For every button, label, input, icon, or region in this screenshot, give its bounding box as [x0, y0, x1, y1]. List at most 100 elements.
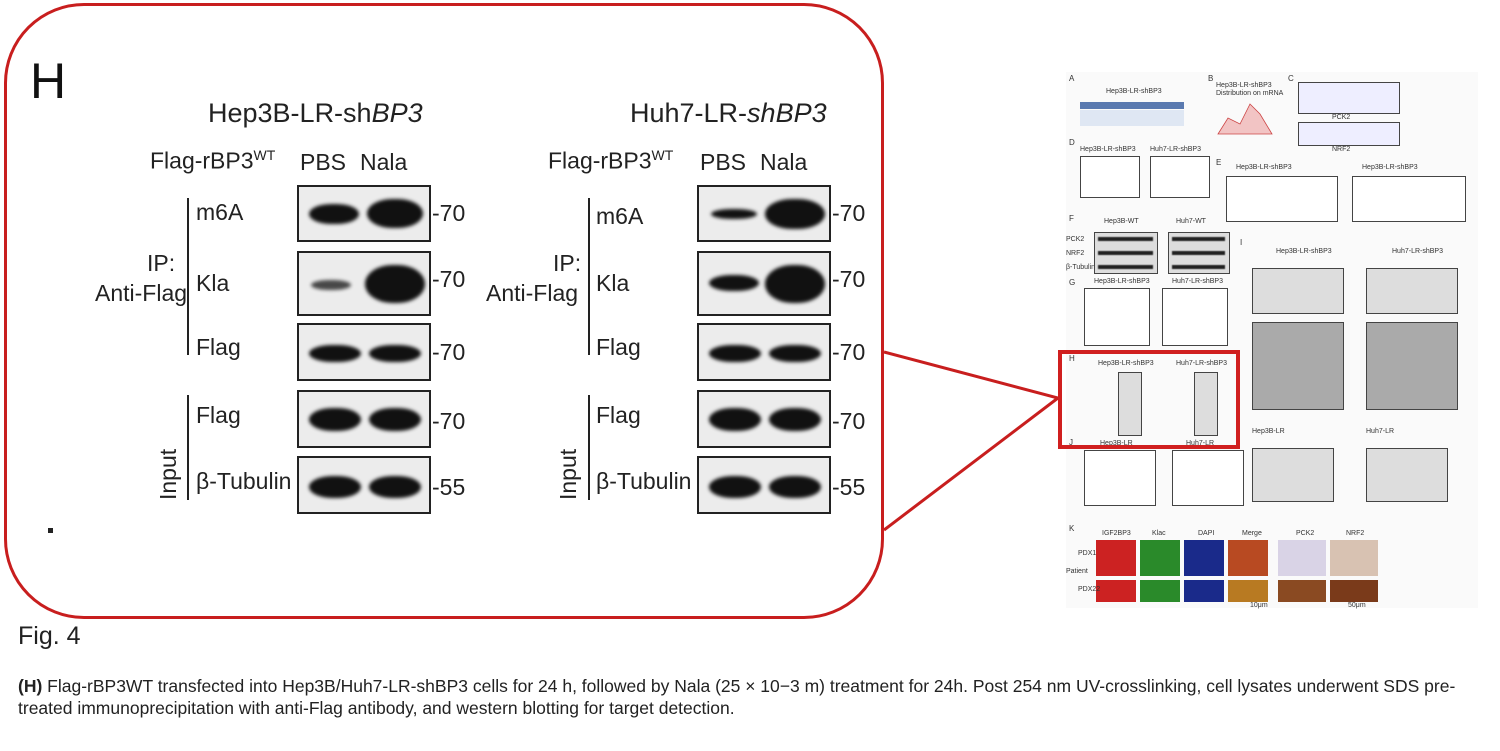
thumb-f-row: β-Tubulin	[1066, 264, 1096, 271]
right-mw-marker: -70	[832, 200, 866, 226]
thumb-h-blot-left	[1118, 372, 1142, 436]
right-blot-strip	[697, 456, 831, 514]
thumb-k-col: DAPI	[1198, 530, 1215, 537]
right-mw-marker: -70	[832, 408, 866, 434]
left-blot-strip	[297, 251, 431, 316]
thumb-k-row-group: Patient	[1066, 568, 1088, 575]
thumb-b-title: Hep3B-LR-shBP3	[1216, 82, 1272, 89]
right-input-label: Input	[555, 448, 581, 500]
thumb-j-blot-right-title: Huh7-LR	[1366, 428, 1395, 435]
left-mw-marker: -70	[432, 266, 466, 292]
thumb-i-ip-right	[1366, 268, 1458, 314]
thumb-k-img	[1096, 540, 1136, 576]
thumb-i-right: Huh7-LR-shBP3	[1392, 248, 1443, 255]
right-row-label: β-Tubulin	[596, 468, 692, 494]
left-input-bracket	[187, 395, 189, 500]
thumb-letter-f: F	[1069, 214, 1074, 223]
thumb-letter-d: D	[1069, 138, 1075, 147]
thumb-letter-a: A	[1069, 74, 1075, 83]
thumb-k-img	[1228, 580, 1268, 602]
thumb-j-blot-right	[1366, 448, 1448, 502]
thumb-k-img	[1228, 540, 1268, 576]
right-antiflag-label: Anti-Flag	[486, 280, 579, 306]
thumb-f-row: NRF2	[1066, 250, 1085, 257]
thumb-k-img	[1278, 540, 1326, 576]
thumb-k-row: PDX22	[1078, 586, 1101, 593]
thumb-g-chart-left	[1084, 288, 1150, 346]
right-mw-marker: -70	[832, 266, 866, 292]
caption-panel-ref: (H)	[18, 676, 43, 696]
right-blot-strip	[697, 323, 831, 381]
highlight-box-panel-h	[1058, 350, 1240, 449]
thumb-h-blot-right	[1194, 372, 1218, 436]
thumb-k-col: IGF2BP3	[1102, 530, 1131, 537]
thumb-d-chart-right	[1150, 156, 1210, 198]
thumb-k-img	[1330, 580, 1378, 602]
left-mw-marker: -70	[432, 339, 466, 365]
thumb-j-blot-left	[1252, 448, 1334, 502]
left-blot-strip	[297, 323, 431, 381]
thumb-b-density-curve	[1217, 103, 1273, 135]
caption-text: Flag-rBP3WT transfected into Hep3B/Huh7-…	[18, 676, 1456, 718]
right-blot-title: Huh7-LR-shBP3	[630, 98, 827, 128]
left-blot-strip	[297, 390, 431, 448]
thumb-k-img	[1140, 540, 1180, 576]
thumb-k-scale: 10μm	[1250, 602, 1268, 609]
thumb-letter-g: G	[1069, 278, 1076, 287]
left-col-pbs: PBS	[300, 149, 347, 175]
thumb-d-left: Hep3B-LR-shBP3	[1080, 146, 1136, 153]
figure-label: Fig. 4	[18, 622, 81, 650]
left-ip-label: IP:	[147, 250, 176, 276]
thumb-a-table-header	[1080, 102, 1184, 109]
left-mw-marker: -70	[432, 408, 466, 434]
right-row-label: Flag	[596, 402, 641, 428]
thumb-k-scale: 50μm	[1348, 602, 1366, 609]
thumb-e-left: Hep3B-LR-shBP3	[1236, 164, 1292, 171]
thumb-a-title: Hep3B-LR-shBP3	[1106, 88, 1162, 95]
left-construct-label: Flag-rBP3WT	[150, 147, 276, 174]
thumb-letter-j: J	[1069, 438, 1073, 447]
left-row-label: Flag	[196, 334, 241, 360]
thumb-k-col: PCK2	[1296, 530, 1315, 537]
thumb-k-col: NRF2	[1346, 530, 1365, 537]
right-ip-label: IP:	[553, 250, 582, 276]
left-input-label: Input	[155, 448, 181, 500]
thumb-k-img	[1140, 580, 1180, 602]
right-blot-strip	[697, 390, 831, 448]
thumb-f-blot-right	[1168, 232, 1230, 274]
thumb-j-left: Hep3B-LR	[1100, 440, 1133, 447]
thumb-j-chart-right	[1172, 450, 1244, 506]
right-row-label: Kla	[596, 270, 630, 296]
thumb-f-row: PCK2	[1066, 236, 1085, 243]
thumb-letter-c: C	[1288, 74, 1294, 83]
thumb-k-col: Klac	[1152, 530, 1166, 537]
thumb-g-right: Huh7-LR-shBP3	[1172, 278, 1223, 285]
left-row-label: Kla	[196, 270, 230, 296]
thumb-d-right: Huh7-LR-shBP3	[1150, 146, 1201, 153]
thumb-e-chart-left	[1226, 176, 1338, 222]
thumb-g-left: Hep3B-LR-shBP3	[1094, 278, 1150, 285]
thumb-c-gene: PCK2	[1332, 114, 1351, 121]
right-mw-marker: -70	[832, 339, 866, 365]
left-col-nala: Nala	[360, 149, 408, 175]
left-mw-marker: -55	[432, 474, 466, 500]
thumb-a-table-body	[1080, 110, 1184, 126]
left-ip-bracket	[187, 198, 189, 355]
thumb-letter-i: I	[1240, 238, 1243, 247]
left-row-label: β-Tubulin	[196, 468, 292, 494]
left-blot-title: Hep3B-LR-shBP3	[208, 98, 423, 128]
left-blot-strip	[297, 456, 431, 514]
right-col-nala: Nala	[760, 149, 808, 175]
thumb-k-img	[1184, 580, 1224, 602]
thumb-k-img	[1330, 540, 1378, 576]
thumb-j-right: Huh7-LR	[1186, 440, 1215, 447]
left-antiflag-label: Anti-Flag	[95, 280, 188, 306]
thumb-j-chart-left	[1084, 450, 1156, 506]
figure-caption: (H) Flag-rBP3WT transfected into Hep3B/H…	[18, 675, 1488, 719]
left-row-label: m6A	[196, 199, 244, 225]
thumb-i-input-left	[1252, 322, 1344, 410]
thumb-c-track-bottom	[1298, 122, 1400, 146]
right-row-label: m6A	[596, 203, 644, 229]
thumb-k-img	[1096, 580, 1136, 602]
thumb-i-ip-left	[1252, 268, 1344, 314]
